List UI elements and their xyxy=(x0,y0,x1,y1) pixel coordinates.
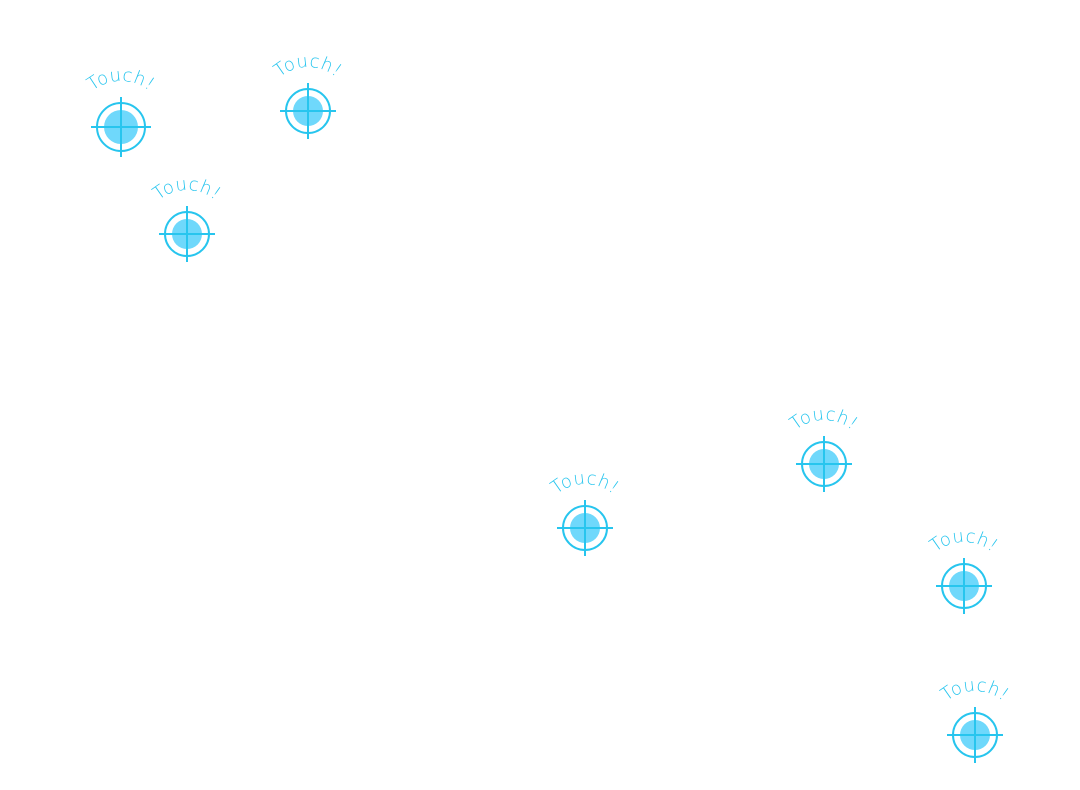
touch-label: Touch! xyxy=(149,174,225,205)
touch-marker-3[interactable]: Touch! xyxy=(149,174,225,262)
touch-label: Touch! xyxy=(547,468,623,499)
crosshair-target-icon xyxy=(557,500,613,556)
crosshair-target-icon xyxy=(280,83,336,139)
touch-marker-7[interactable]: Touch! xyxy=(937,675,1013,763)
touch-marker-2[interactable]: Touch! xyxy=(270,51,346,139)
touch-marker-4[interactable]: Touch! xyxy=(786,404,862,492)
crosshair-target-icon xyxy=(936,558,992,614)
touch-label: Touch! xyxy=(937,675,1013,706)
crosshair-target-icon xyxy=(796,436,852,492)
touch-marker-1[interactable]: Touch! xyxy=(83,65,158,157)
crosshair-target-icon xyxy=(91,97,151,157)
touch-label: Touch! xyxy=(926,526,1002,557)
crosshair-target-icon xyxy=(947,707,1003,763)
touch-marker-5[interactable]: Touch! xyxy=(547,468,623,556)
touch-label: Touch! xyxy=(83,65,158,95)
touch-marker-6[interactable]: Touch! xyxy=(926,526,1002,614)
touch-label: Touch! xyxy=(786,404,862,435)
touch-label: Touch! xyxy=(270,51,346,82)
crosshair-target-icon xyxy=(159,206,215,262)
